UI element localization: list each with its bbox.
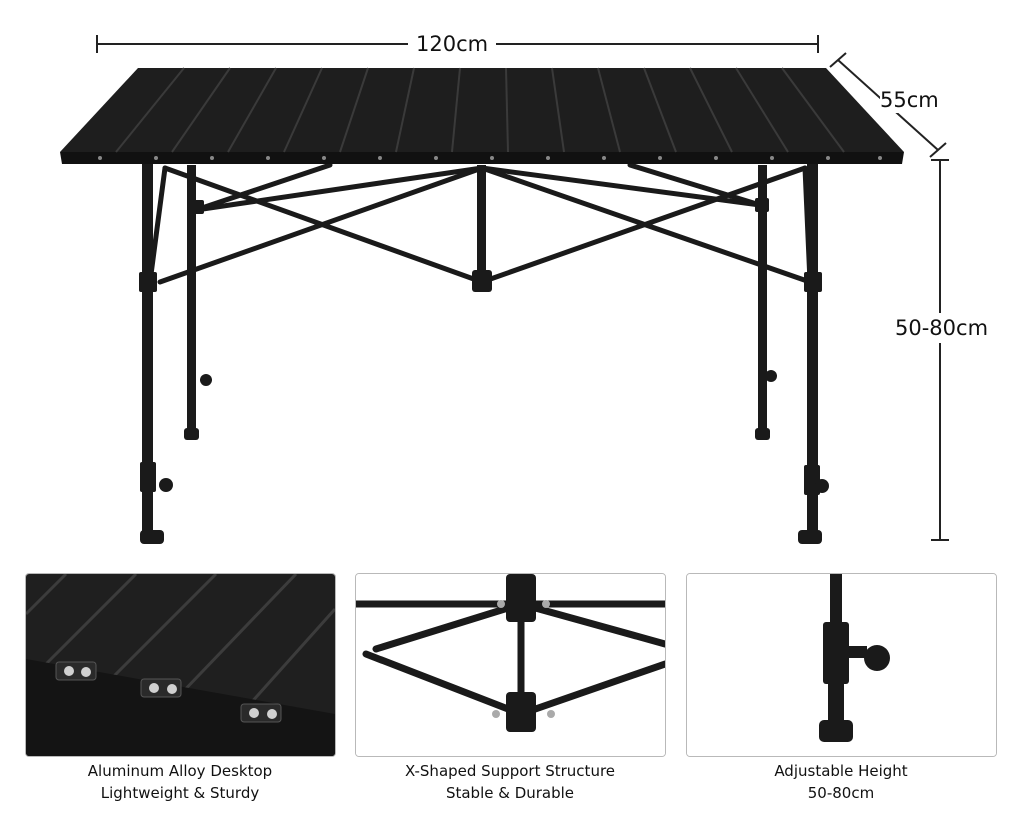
desktop-detail-image	[25, 573, 336, 757]
back-legs	[184, 165, 777, 440]
width-label: 55cm	[880, 87, 939, 113]
feature-caption-line: Stable & Durable	[445, 784, 575, 802]
table-top	[60, 67, 904, 164]
adjustable-leg-detail-image	[686, 573, 997, 757]
feature-caption-line: Lightweight & Sturdy	[100, 784, 260, 802]
feature-caption-support: X-Shaped Support Structure Stable & Dura…	[350, 760, 670, 804]
length-label: 120cm	[408, 31, 497, 57]
table-illustration	[60, 35, 949, 544]
feature-caption-line: X-Shaped Support Structure	[404, 762, 616, 780]
height-label: 50-80cm	[895, 313, 989, 343]
feature-caption-line: Adjustable Height	[774, 762, 908, 780]
feature-caption-desktop: Aluminum Alloy Desktop Lightweight & Stu…	[20, 760, 340, 804]
feature-caption-height: Adjustable Height 50-80cm	[681, 760, 1001, 804]
feature-caption-line: Aluminum Alloy Desktop	[87, 762, 273, 780]
front-legs	[139, 160, 829, 544]
height-dimension-line	[931, 159, 949, 541]
x-support-detail-image	[355, 573, 666, 757]
feature-caption-line: 50-80cm	[807, 784, 875, 802]
